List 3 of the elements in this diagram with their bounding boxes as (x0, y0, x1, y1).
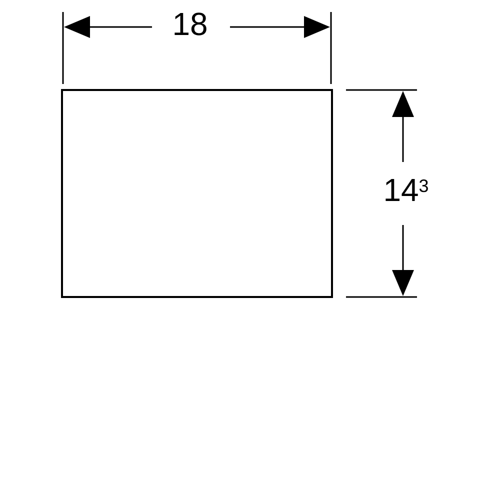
dimension-label: 18 (171, 8, 209, 40)
outline-rectangle (61, 89, 333, 298)
dimension-label: 14$^{3}$ (382, 174, 430, 206)
